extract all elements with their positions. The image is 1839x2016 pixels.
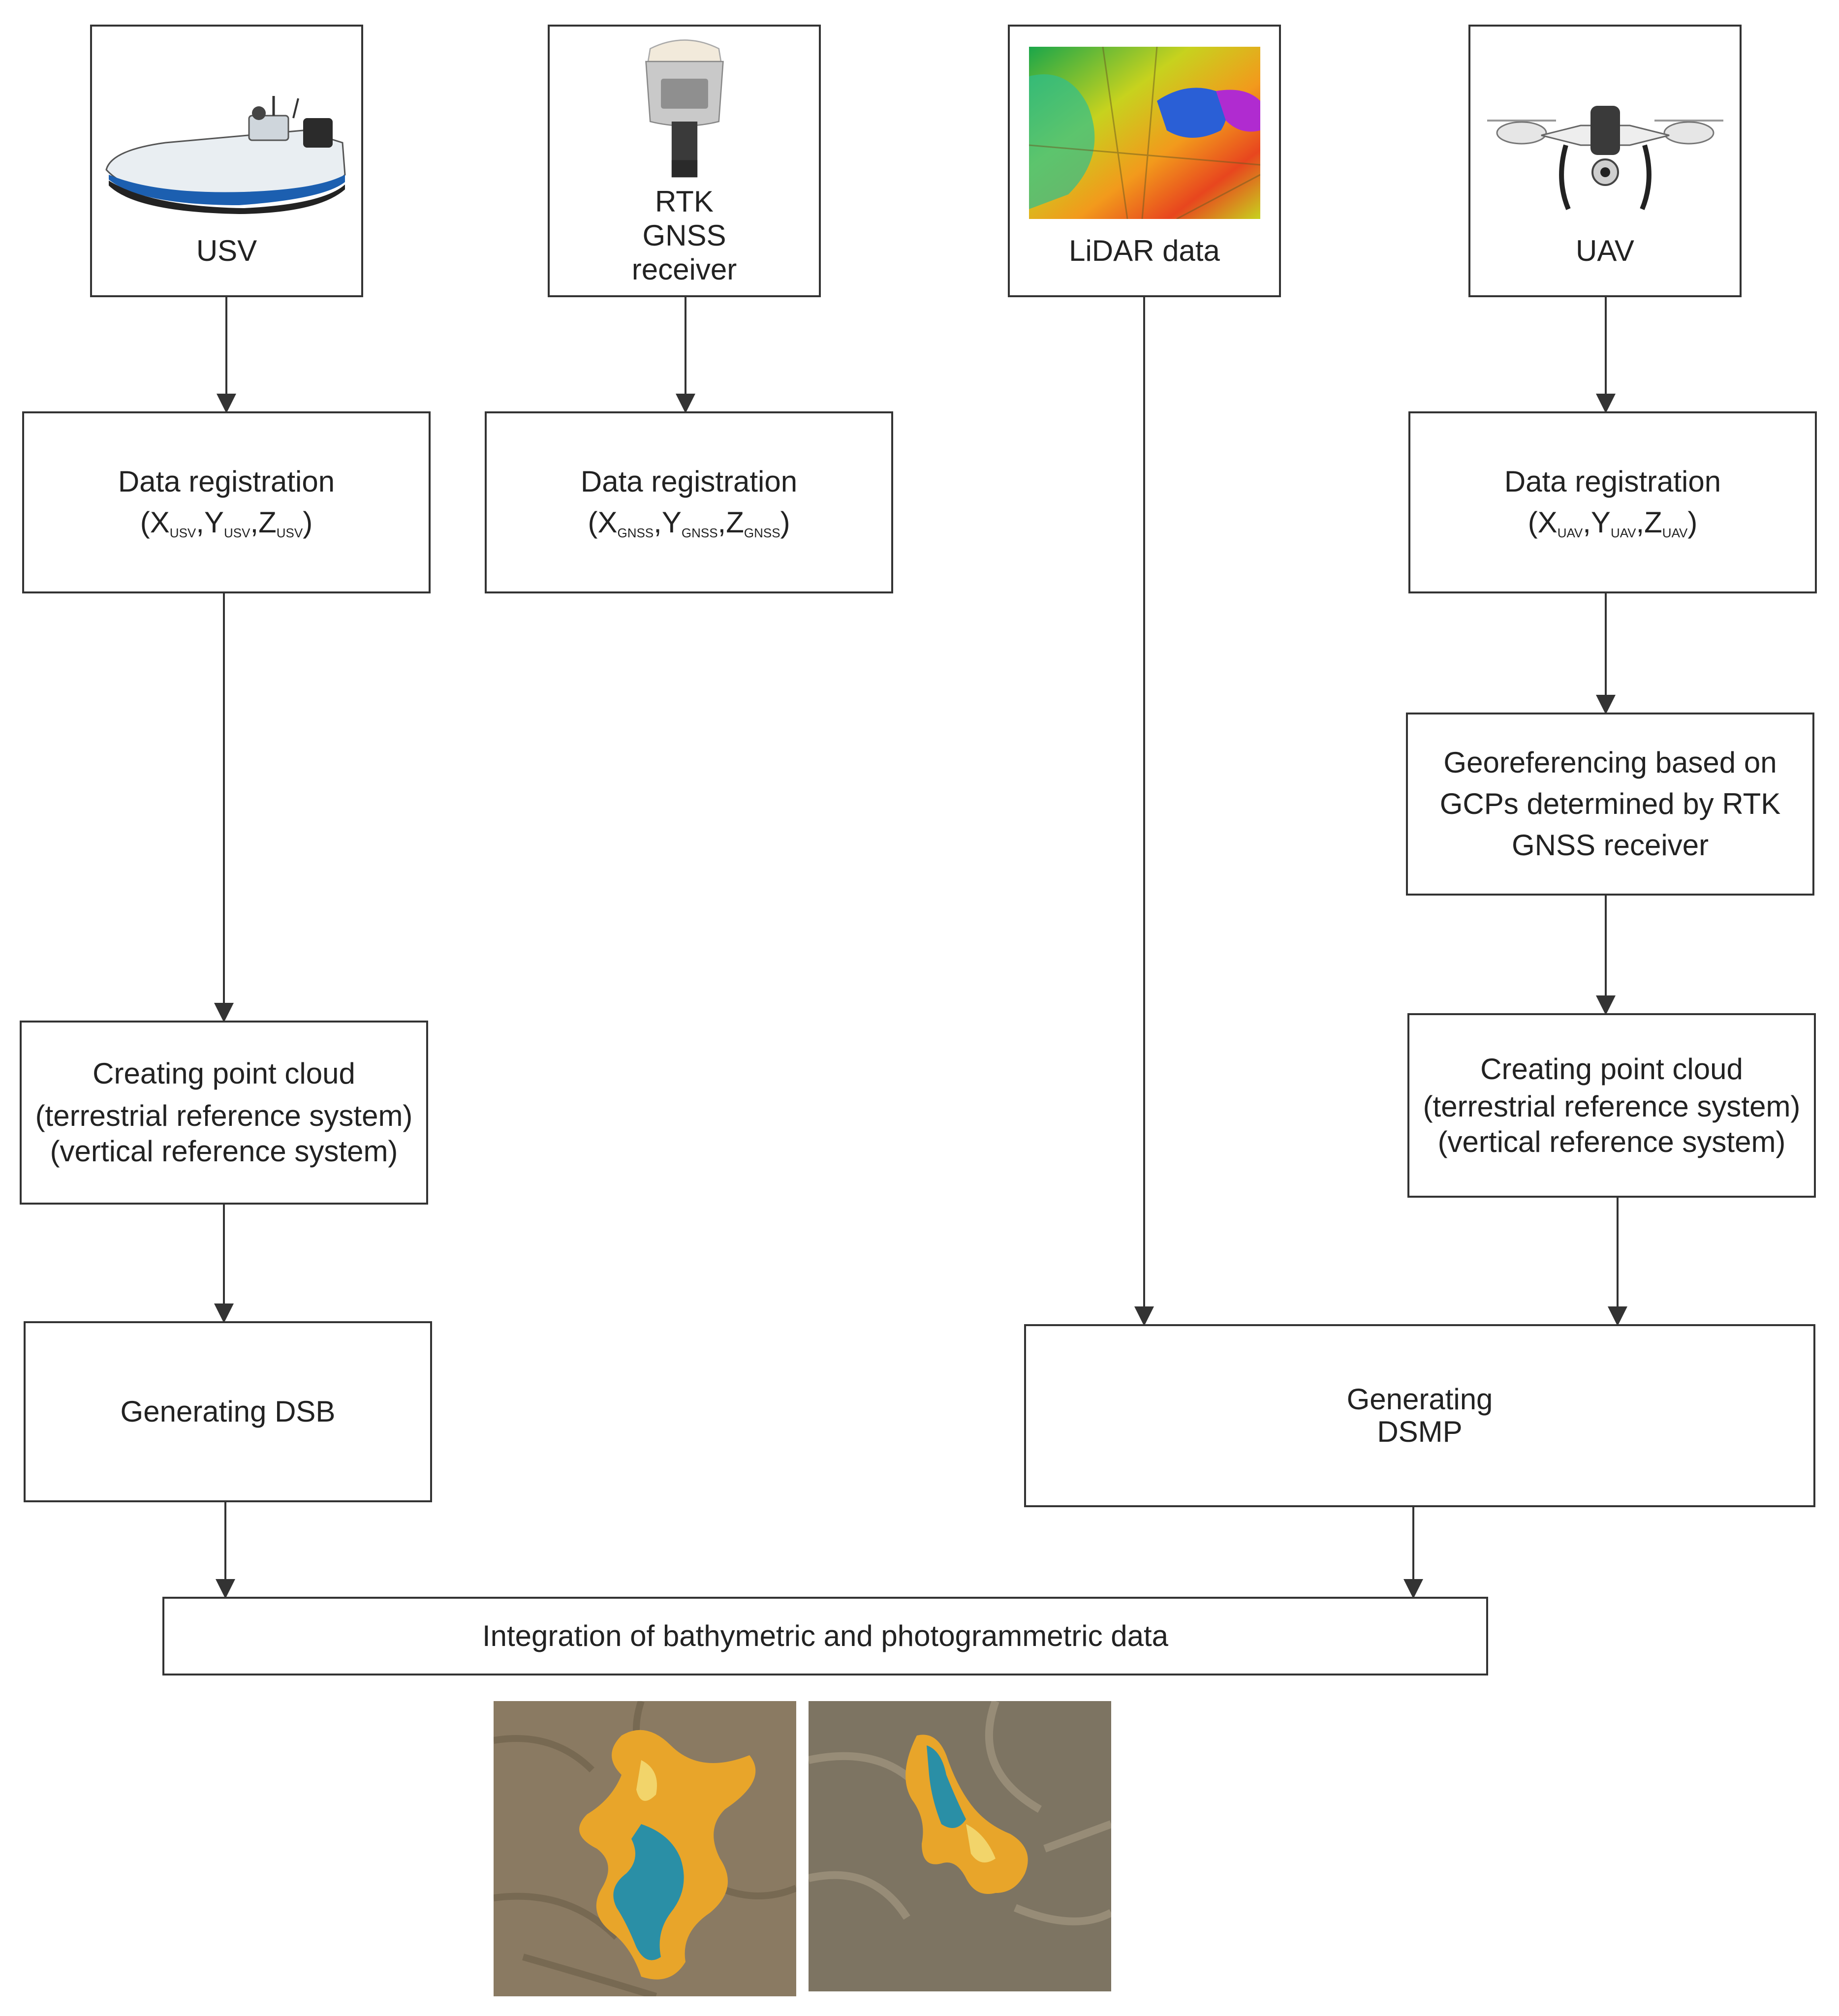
- usv-boat-icon: [105, 96, 346, 215]
- uav-point-cloud-title: Creating point cloud: [1480, 1052, 1743, 1086]
- usv-point-cloud-box: Creating point cloud (terrestrial refere…: [20, 1021, 428, 1205]
- gnss-data-registration-box: Data registration (XGNSS,YGNSS,ZGNSS): [485, 411, 893, 593]
- uav-source-box: UAV: [1468, 25, 1742, 297]
- usv-data-registration-box: Data registration (XUSV,YUSV,ZUSV): [22, 411, 431, 593]
- usv-terrestrial-reference: (terrestrial reference system): [35, 1099, 413, 1132]
- generating-dsb-box: Generating DSB: [24, 1321, 432, 1502]
- usv-label: USV: [196, 234, 257, 268]
- gnss-registration-title: Data registration: [580, 465, 798, 498]
- georeferencing-label: Georeferencing based on GCPs determined …: [1439, 746, 1781, 862]
- generating-dsmp-line1: Generating: [1346, 1383, 1493, 1416]
- gnss-source-box: RTK GNSS receiver: [548, 25, 821, 297]
- gnss-label: RTK GNSS receiver: [631, 185, 737, 286]
- usv-vertical-reference: (vertical reference system): [50, 1135, 398, 1168]
- lidar-source-box: LiDAR data: [1008, 25, 1281, 297]
- lidar-map-icon: [1029, 47, 1260, 219]
- generating-dsmp-box: Generating DSMP: [1024, 1324, 1815, 1507]
- usv-registration-title: Data registration: [118, 465, 335, 498]
- uav-data-registration-box: Data registration (XUAV,YUAV,ZUAV): [1408, 411, 1817, 593]
- usv-point-cloud-title: Creating point cloud: [93, 1057, 355, 1090]
- bathymetric-map-right: [809, 1701, 1111, 1991]
- integration-label: Integration of bathymetric and photogram…: [482, 1619, 1169, 1652]
- usv-coordinates: (XUSV,YUSV,ZUSV): [140, 506, 313, 540]
- gnss-coordinates: (XGNSS,YGNSS,ZGNSS): [588, 506, 790, 540]
- drone-icon: [1487, 106, 1723, 211]
- uav-label: UAV: [1576, 234, 1634, 268]
- bathymetric-map-left: [494, 1701, 796, 1996]
- generating-dsmp-line2: DSMP: [1377, 1415, 1463, 1448]
- uav-coordinates: (XUAV,YUAV,ZUAV): [1527, 506, 1698, 540]
- uav-terrestrial-reference: (terrestrial reference system): [1423, 1089, 1801, 1123]
- generating-dsb-label: Generating DSB: [120, 1395, 336, 1428]
- integration-box: Integration of bathymetric and photogram…: [162, 1597, 1488, 1675]
- gnss-receiver-icon: [645, 39, 724, 178]
- uav-point-cloud-box: Creating point cloud (terrestrial refere…: [1407, 1013, 1816, 1198]
- georeferencing-box: Georeferencing based on GCPs determined …: [1406, 713, 1814, 896]
- uav-vertical-reference: (vertical reference system): [1437, 1125, 1786, 1158]
- uav-registration-title: Data registration: [1504, 465, 1721, 498]
- lidar-label: LiDAR data: [1069, 234, 1220, 268]
- usv-source-box: USV: [90, 25, 363, 297]
